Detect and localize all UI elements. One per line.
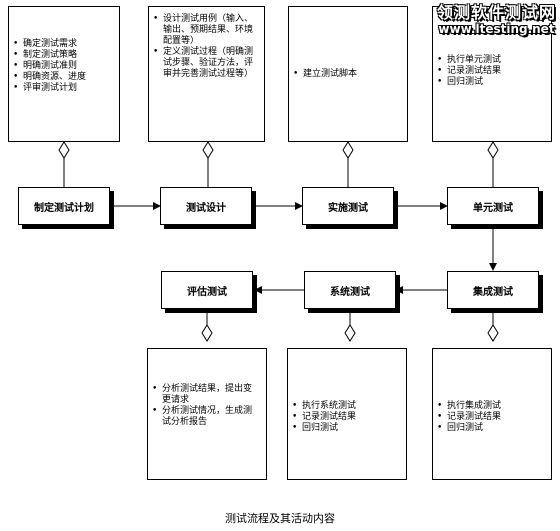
watermark-cn: 领测软件测试网 [436, 3, 556, 22]
process-system: 系统测试 [304, 271, 396, 309]
note-integration-item: 执行集成测试 [433, 401, 551, 412]
note-unit: 执行单元测试 记录测试结果 回归测试 [432, 6, 552, 142]
process-design-label: 测试设计 [186, 202, 226, 214]
note-design: 设计测试用例（输入、输出、预期结果、环境配置等） 定义测试过程（明确测试步骤、验… [148, 6, 265, 142]
note-integration: 执行集成测试 记录测试结果 回归测试 [432, 348, 552, 480]
note-plan-item: 评审测试计划 [9, 83, 119, 94]
diamond-system [344, 324, 356, 342]
diamond-implement [342, 141, 354, 159]
note-implement: 建立测试脚本 [288, 6, 408, 142]
note-system: 执行系统测试 记录测试结果 回归测试 [287, 348, 407, 480]
note-plan-item: 明确测试准则 [9, 61, 119, 72]
note-integration-item: 回归测试 [433, 423, 551, 434]
note-unit-item: 执行单元测试 [433, 55, 551, 66]
diamond-integration [487, 324, 499, 342]
process-unit-label: 单元测试 [473, 202, 513, 214]
note-system-item: 回归测试 [288, 423, 406, 434]
process-integration-label: 集成测试 [473, 286, 513, 298]
note-evaluate: 分析测试结果，提出变更请求 分析测试情况，生成测试分析报告 [147, 348, 267, 480]
note-system-item: 记录测试结果 [288, 412, 406, 423]
diamond-plan [58, 141, 70, 159]
note-unit-item: 记录测试结果 [433, 66, 551, 77]
process-unit: 单元测试 [447, 187, 539, 225]
process-system-label: 系统测试 [330, 286, 370, 298]
process-implement: 实施测试 [302, 187, 394, 225]
diamond-unit [487, 141, 499, 159]
note-design-item: 定义测试过程（明确测试步骤、验证方法，评审并完善测试过程等） [149, 47, 258, 80]
note-plan-item: 确定测试需求 [9, 39, 119, 50]
note-system-item: 执行系统测试 [288, 401, 406, 412]
process-design: 测试设计 [160, 187, 252, 225]
note-plan: 确定测试需求 制定测试策略 明确测试准则 明确资源、进度 评审测试计划 [8, 6, 120, 142]
note-evaluate-item: 分析测试情况，生成测试分析报告 [148, 406, 260, 428]
note-design-item: 设计测试用例（输入、输出、预期结果、环境配置等） [149, 14, 258, 47]
process-plan-label: 制定测试计划 [34, 202, 94, 214]
note-implement-item: 建立测试脚本 [289, 69, 407, 80]
watermark-url: www.ltesting.net [438, 22, 555, 36]
process-integration: 集成测试 [447, 271, 539, 309]
process-evaluate: 评估测试 [161, 271, 253, 309]
note-unit-item: 回归测试 [433, 77, 551, 88]
note-evaluate-item: 分析测试结果，提出变更请求 [148, 384, 260, 406]
note-plan-item: 制定测试策略 [9, 50, 119, 61]
diamond-design [202, 141, 214, 159]
process-plan: 制定测试计划 [18, 187, 110, 225]
process-implement-label: 实施测试 [328, 202, 368, 214]
diamond-evaluate [201, 324, 213, 342]
site-watermark: 领测软件测试网 www.ltesting.net [436, 3, 556, 37]
process-evaluate-label: 评估测试 [187, 286, 227, 298]
diagram-caption: 测试流程及其活动内容 [225, 512, 335, 525]
note-plan-item: 明确资源、进度 [9, 72, 119, 83]
note-integration-item: 记录测试结果 [433, 412, 551, 423]
